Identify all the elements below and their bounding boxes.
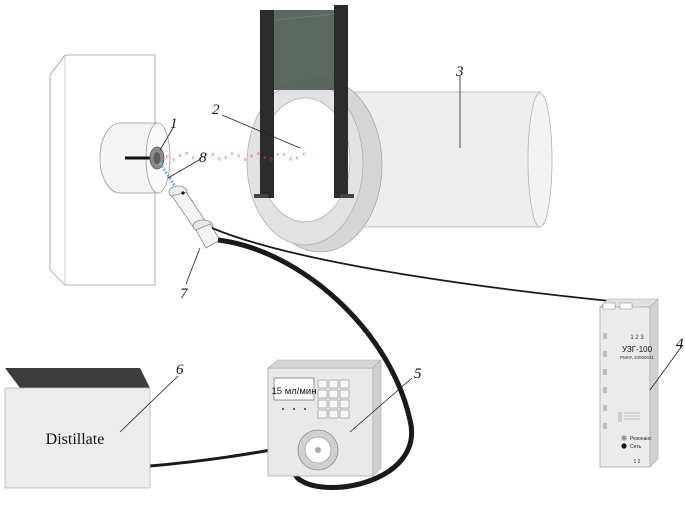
part-labels: 1 2 3 4 5 6 7 8: [170, 64, 684, 382]
power-label: Сеть: [630, 444, 642, 450]
droplet-mark: e: [277, 152, 280, 158]
droplet-mark: e: [199, 156, 202, 162]
label-8: 8: [199, 150, 207, 166]
droplet-mark: e: [179, 153, 182, 159]
droplet-mark: e: [251, 154, 254, 160]
chamber-ring: [246, 77, 383, 253]
label-7: 7: [180, 286, 189, 302]
pump-display: 15 мл/мин: [271, 386, 316, 397]
generator-bottom-marks: 1 2: [634, 459, 641, 465]
pump-key: [317, 399, 328, 409]
droplet-mark: e: [231, 151, 234, 157]
pump-indicators: [282, 408, 306, 410]
droplet-mark: e: [296, 156, 299, 162]
pump-key: [317, 389, 328, 399]
droplet-mark: e: [212, 152, 215, 158]
generator-side-button: [603, 333, 607, 339]
label-5: 5: [414, 366, 422, 382]
ultrasonic-generator: 1 2 3 УЗГ-100 РМЛА 10000031 Резонанс Сет…: [599, 298, 659, 468]
droplet-mark: e: [244, 157, 247, 163]
label-3: 3: [455, 64, 464, 80]
generator-side-buttons: [603, 333, 607, 429]
cables: [149, 227, 621, 490]
liquid-jet: [158, 162, 178, 189]
pump-rotor: [297, 429, 339, 471]
collector-disk: [149, 146, 165, 170]
resonance-indicator: [621, 435, 627, 441]
droplet-mark: e: [173, 157, 176, 163]
pump-key: [339, 379, 350, 389]
generator-info-block: [618, 412, 640, 422]
droplet-mark: e: [205, 152, 208, 158]
pump-key: [328, 409, 339, 419]
droplet-mark: e: [218, 157, 221, 163]
generator-side-button: [603, 369, 607, 375]
label-4: 4: [676, 336, 684, 352]
pump-key: [339, 409, 350, 419]
label-6: 6: [176, 362, 184, 378]
pump-key: [317, 379, 328, 389]
peristaltic-pump: 15 мл/мин: [267, 359, 382, 477]
pump-key: [328, 389, 339, 399]
generator-side-button: [603, 351, 607, 357]
label-1: 1: [170, 116, 178, 132]
generator-top-marks: 1 2 3: [630, 335, 644, 341]
droplet-mark: e: [283, 152, 286, 158]
label-2: 2: [212, 102, 220, 118]
pump-keypad: [317, 379, 350, 419]
generator-subtitle: РМЛА 10000031: [620, 355, 654, 360]
pump-key: [339, 399, 350, 409]
tank-label: Distillate: [46, 431, 105, 448]
capillary-nozzle: [168, 185, 221, 249]
resonance-label: Резонанс: [630, 436, 652, 442]
droplet-mark: e: [303, 151, 306, 157]
electrode-holder: [254, 5, 354, 198]
generator-side-button: [603, 405, 607, 411]
leader-lines: [119, 75, 683, 433]
generator-side-button: [603, 387, 607, 393]
pump-key: [328, 379, 339, 389]
droplet-mark: e: [225, 155, 228, 161]
generator-model: УЗГ-100: [622, 345, 653, 354]
holder-cylinder: [99, 122, 171, 194]
droplet-mark: e: [264, 155, 267, 161]
droplet-mark: e: [270, 157, 273, 163]
droplet-mark: e: [238, 154, 241, 160]
droplet-mark: e: [186, 151, 189, 157]
distillate-tank: Distillate: [4, 368, 151, 489]
generator-side-button: [603, 423, 607, 429]
droplet-mark: e: [166, 154, 169, 160]
droplet-mark: e: [192, 155, 195, 161]
pump-key: [328, 399, 339, 409]
power-indicator: [621, 443, 627, 449]
droplet-mark: e: [290, 156, 293, 162]
droplet-mark: e: [257, 151, 260, 157]
pump-key: [339, 389, 350, 399]
pump-key: [317, 409, 328, 419]
